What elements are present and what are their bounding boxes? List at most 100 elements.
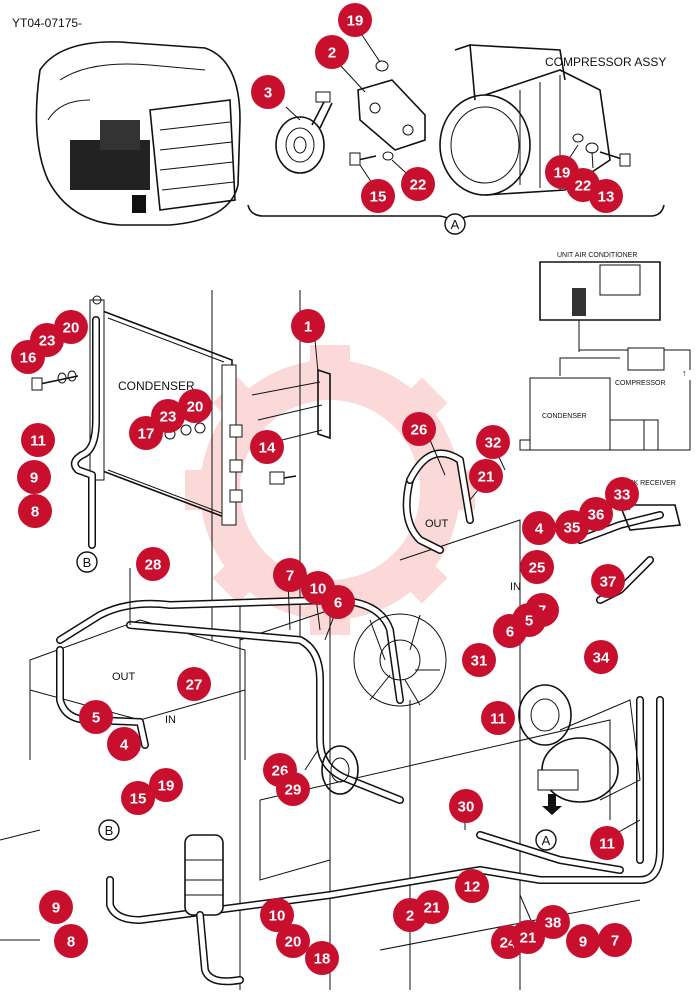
callout-31: 31 xyxy=(462,643,496,677)
callout-circle xyxy=(555,510,589,544)
callout-number: 19 xyxy=(158,778,175,795)
callout-circle xyxy=(39,890,73,924)
callout-number: 22 xyxy=(575,178,592,195)
callout-7: 7 xyxy=(598,923,632,957)
engine-fan xyxy=(321,613,447,795)
callout-circle xyxy=(21,423,55,457)
callout-circle xyxy=(177,667,211,701)
callout-20: 20 xyxy=(178,389,212,423)
callout-15: 15 xyxy=(361,179,395,213)
callout-11: 11 xyxy=(481,701,515,735)
callout-4: 4 xyxy=(107,727,141,761)
callout-circle xyxy=(79,700,113,734)
callout-1: 1 xyxy=(291,309,325,343)
callout-number: 3 xyxy=(264,85,272,102)
callout-20: 20 xyxy=(276,924,310,958)
callout-circle xyxy=(493,614,527,648)
callout-number: 9 xyxy=(30,470,38,487)
callout-number: 18 xyxy=(314,951,331,968)
callout-circle xyxy=(469,459,503,493)
callout-circle xyxy=(149,768,183,802)
callout-circle xyxy=(291,309,325,343)
callout-circle xyxy=(338,3,372,37)
callout-number: 19 xyxy=(554,165,571,182)
callout-circle xyxy=(598,923,632,957)
callout-number: 1 xyxy=(304,319,312,336)
condenser-label: CONDENSER xyxy=(118,379,195,393)
callout-number: 35 xyxy=(564,520,581,537)
schematic-unit-air-conditioner: UNIT AIR CONDITIONER xyxy=(557,252,637,259)
label-in-left: IN xyxy=(165,714,176,726)
callout-number: 16 xyxy=(20,350,37,367)
left-hose: B xyxy=(70,316,100,573)
callout-number: 28 xyxy=(145,557,162,574)
callout-number: 22 xyxy=(410,177,427,194)
callout-number: 29 xyxy=(285,782,302,799)
callout-26: 26 xyxy=(402,412,436,446)
callout-number: 19 xyxy=(347,13,364,30)
callout-number: 8 xyxy=(31,504,39,521)
callout-21: 21 xyxy=(469,459,503,493)
callout-circle xyxy=(260,898,294,932)
callout-circle xyxy=(511,920,545,954)
callout-circle xyxy=(536,905,570,939)
callout-number: 6 xyxy=(506,624,514,641)
callout-38: 38 xyxy=(536,905,570,939)
callout-number: 5 xyxy=(92,710,100,727)
callout-circle xyxy=(121,781,155,815)
callout-circle xyxy=(178,389,212,423)
callout-number: 36 xyxy=(588,507,605,524)
callout-25: 25 xyxy=(520,550,554,584)
callout-29: 29 xyxy=(276,772,310,806)
machine-frame xyxy=(0,290,641,990)
callout-35: 35 xyxy=(555,510,589,544)
callout-number: 33 xyxy=(614,487,631,504)
callout-circle xyxy=(455,869,489,903)
callout-number: 21 xyxy=(424,900,441,917)
callout-12: 12 xyxy=(455,869,489,903)
callout-28: 28 xyxy=(136,547,170,581)
callout-number: 9 xyxy=(52,900,60,917)
callout-number: 15 xyxy=(370,189,387,206)
callout-19: 19 xyxy=(149,768,183,802)
callout-number: 14 xyxy=(259,440,276,457)
callout-number: 11 xyxy=(490,711,506,728)
callout-circle xyxy=(520,550,554,584)
callout-circle xyxy=(136,547,170,581)
callout-7: 7 xyxy=(273,558,307,592)
callout-circle xyxy=(305,941,339,975)
callout-15: 15 xyxy=(121,781,155,815)
callout-number: 11 xyxy=(30,433,46,450)
callout-number: 13 xyxy=(598,189,615,206)
callout-30: 30 xyxy=(449,789,483,823)
refrigerant-schematic: UNIT AIR CONDITIONER COMPRESSOR ↑ CONDEN… xyxy=(519,252,691,487)
callout-number: 11 xyxy=(599,836,615,853)
callout-circle xyxy=(276,924,310,958)
callout-circle xyxy=(589,179,623,213)
callout-circle xyxy=(129,416,163,450)
ref-b-bottom: B xyxy=(105,823,114,838)
ref-a-bottom-marker: A xyxy=(535,794,562,851)
callout-6: 6 xyxy=(321,585,355,619)
callout-circle xyxy=(54,924,88,958)
callout-number: 32 xyxy=(485,435,502,452)
schematic-condenser: CONDENSER xyxy=(542,413,587,420)
callout-17: 17 xyxy=(129,416,163,450)
callout-number: 30 xyxy=(458,799,475,816)
machine-thumbnail xyxy=(35,41,241,226)
callout-number: 31 xyxy=(471,653,488,670)
callout-number: 7 xyxy=(611,933,619,950)
callout-8: 8 xyxy=(18,494,52,528)
callout-circle xyxy=(402,412,436,446)
callout-number: 23 xyxy=(160,409,177,426)
callout-number: 26 xyxy=(411,422,428,439)
callout-circle xyxy=(18,494,52,528)
callout-22: 22 xyxy=(401,167,435,201)
callout-number: 38 xyxy=(545,915,562,932)
callout-8: 8 xyxy=(54,924,88,958)
callout-circle xyxy=(107,727,141,761)
callout-number: 7 xyxy=(286,568,294,585)
callout-13: 13 xyxy=(589,179,623,213)
callout-circle xyxy=(250,430,284,464)
